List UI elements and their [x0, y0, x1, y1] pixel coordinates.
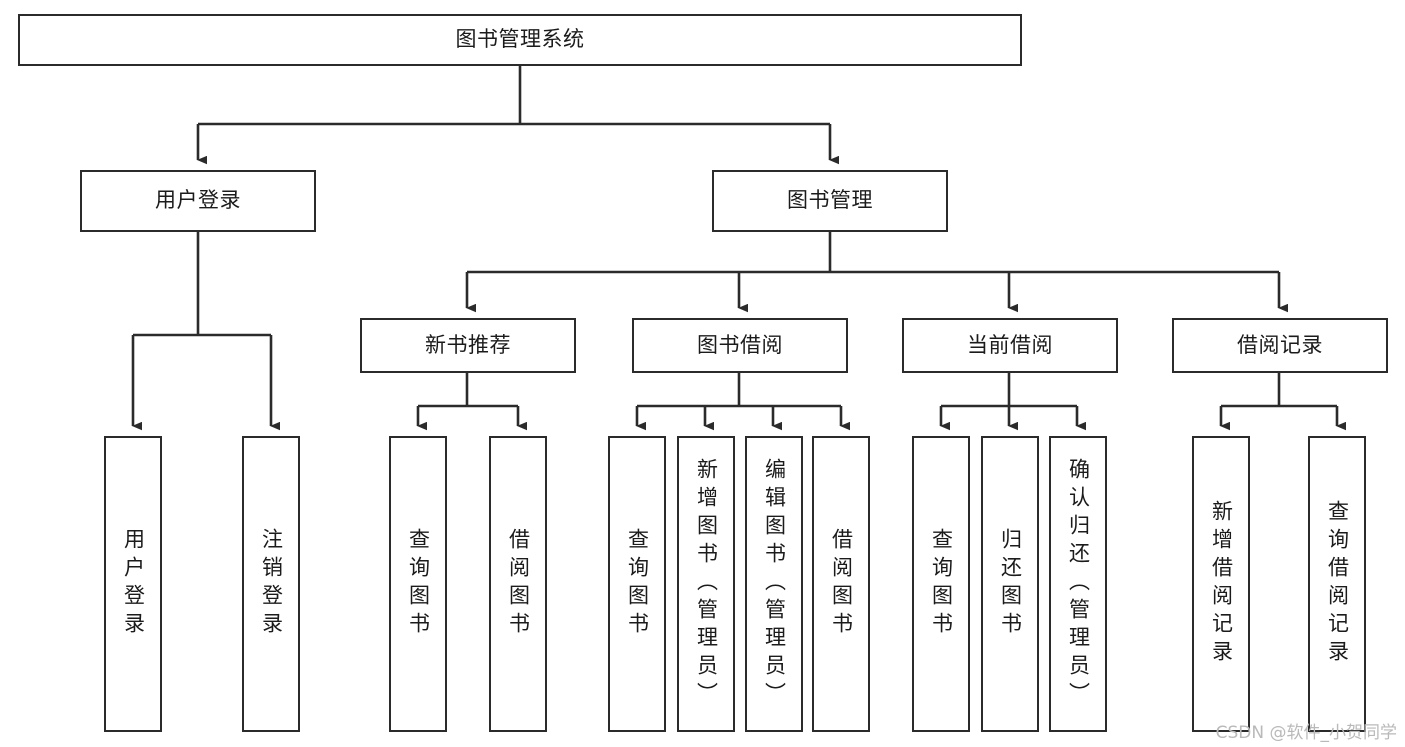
node-leaf-edit-book-admin[interactable]: 编辑图书（管理员）	[745, 436, 803, 732]
node-leaf-add-book-admin[interactable]: 新增图书（管理员）	[677, 436, 735, 732]
node-leaf-query-borrow-record-label: 查询借阅记录	[1325, 500, 1350, 668]
node-book-manage[interactable]: 图书管理	[712, 170, 948, 232]
node-book-borrow-label: 图书借阅	[697, 332, 783, 357]
node-leaf-user-logout-label: 注销登录	[259, 528, 284, 640]
node-root[interactable]: 图书管理系统	[18, 14, 1022, 66]
node-leaf-add-book-admin-label: 新增图书（管理员）	[694, 458, 719, 710]
node-leaf-query-book-1[interactable]: 查询图书	[389, 436, 447, 732]
node-leaf-borrow-book-2[interactable]: 借阅图书	[812, 436, 870, 732]
node-new-book-recommend[interactable]: 新书推荐	[360, 318, 576, 373]
node-leaf-edit-book-admin-label: 编辑图书（管理员）	[762, 458, 787, 710]
node-new-book-recommend-label: 新书推荐	[425, 332, 511, 357]
node-borrow-record-label: 借阅记录	[1237, 332, 1323, 357]
node-leaf-query-book-2[interactable]: 查询图书	[608, 436, 666, 732]
node-current-borrow-label: 当前借阅	[967, 332, 1053, 357]
node-leaf-query-book-1-label: 查询图书	[406, 528, 431, 640]
node-leaf-add-borrow-record-label: 新增借阅记录	[1209, 500, 1234, 668]
node-leaf-query-borrow-record[interactable]: 查询借阅记录	[1308, 436, 1366, 732]
node-leaf-borrow-book-1[interactable]: 借阅图书	[489, 436, 547, 732]
node-root-label: 图书管理系统	[455, 27, 585, 52]
node-leaf-add-borrow-record[interactable]: 新增借阅记录	[1192, 436, 1250, 732]
node-leaf-query-book-3[interactable]: 查询图书	[912, 436, 970, 732]
node-leaf-user-logout[interactable]: 注销登录	[242, 436, 300, 732]
node-leaf-borrow-book-2-label: 借阅图书	[829, 528, 854, 640]
node-leaf-return-book-label: 归还图书	[998, 528, 1023, 640]
node-leaf-user-login-label: 用户登录	[121, 528, 146, 640]
node-leaf-query-book-3-label: 查询图书	[929, 528, 954, 640]
node-leaf-borrow-book-1-label: 借阅图书	[506, 528, 531, 640]
node-user-login-label: 用户登录	[155, 188, 241, 213]
node-leaf-confirm-return-admin-label: 确认归还（管理员）	[1066, 458, 1091, 710]
node-leaf-query-book-2-label: 查询图书	[625, 528, 650, 640]
node-book-manage-label: 图书管理	[787, 188, 873, 213]
node-book-borrow[interactable]: 图书借阅	[632, 318, 848, 373]
node-user-login[interactable]: 用户登录	[80, 170, 316, 232]
node-leaf-user-login[interactable]: 用户登录	[104, 436, 162, 732]
node-borrow-record[interactable]: 借阅记录	[1172, 318, 1388, 373]
node-current-borrow[interactable]: 当前借阅	[902, 318, 1118, 373]
node-leaf-return-book[interactable]: 归还图书	[981, 436, 1039, 732]
node-leaf-confirm-return-admin[interactable]: 确认归还（管理员）	[1049, 436, 1107, 732]
